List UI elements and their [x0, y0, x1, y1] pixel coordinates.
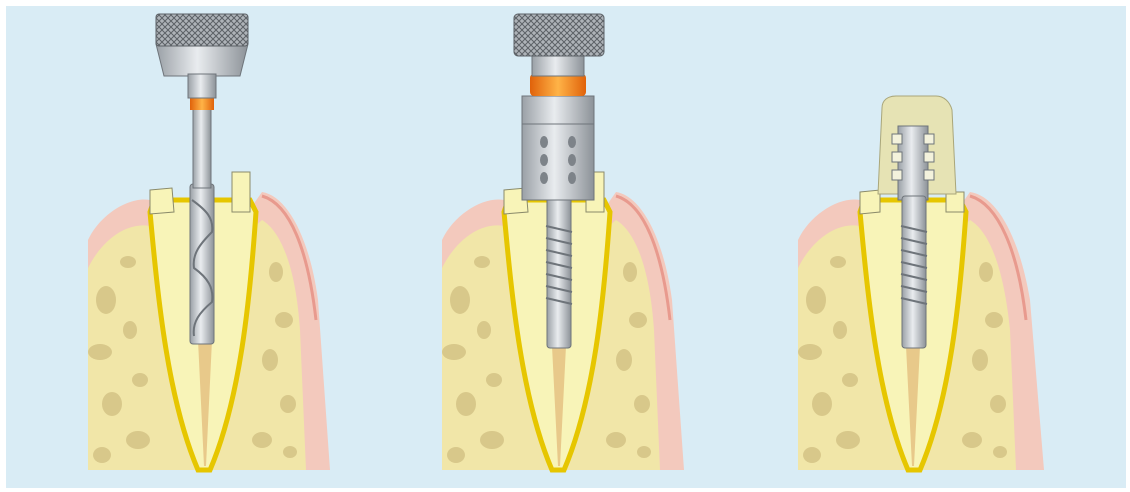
driver-knurled-grip	[514, 14, 604, 56]
driver-collar	[532, 56, 584, 76]
threaded-post	[902, 196, 926, 348]
threaded-post	[547, 196, 571, 348]
tooth-stump-left	[150, 188, 174, 214]
drill-collar	[188, 74, 216, 98]
drill-shank	[193, 98, 211, 188]
post-head	[892, 126, 934, 200]
tooth-stump-left	[860, 190, 880, 214]
depth-ring	[530, 74, 586, 96]
driver-sleeve	[522, 96, 594, 200]
tooth-stump-right	[232, 172, 250, 212]
drill-head	[156, 44, 248, 76]
tooth-stump-right	[946, 192, 964, 212]
drill-knurled-grip	[156, 14, 248, 46]
